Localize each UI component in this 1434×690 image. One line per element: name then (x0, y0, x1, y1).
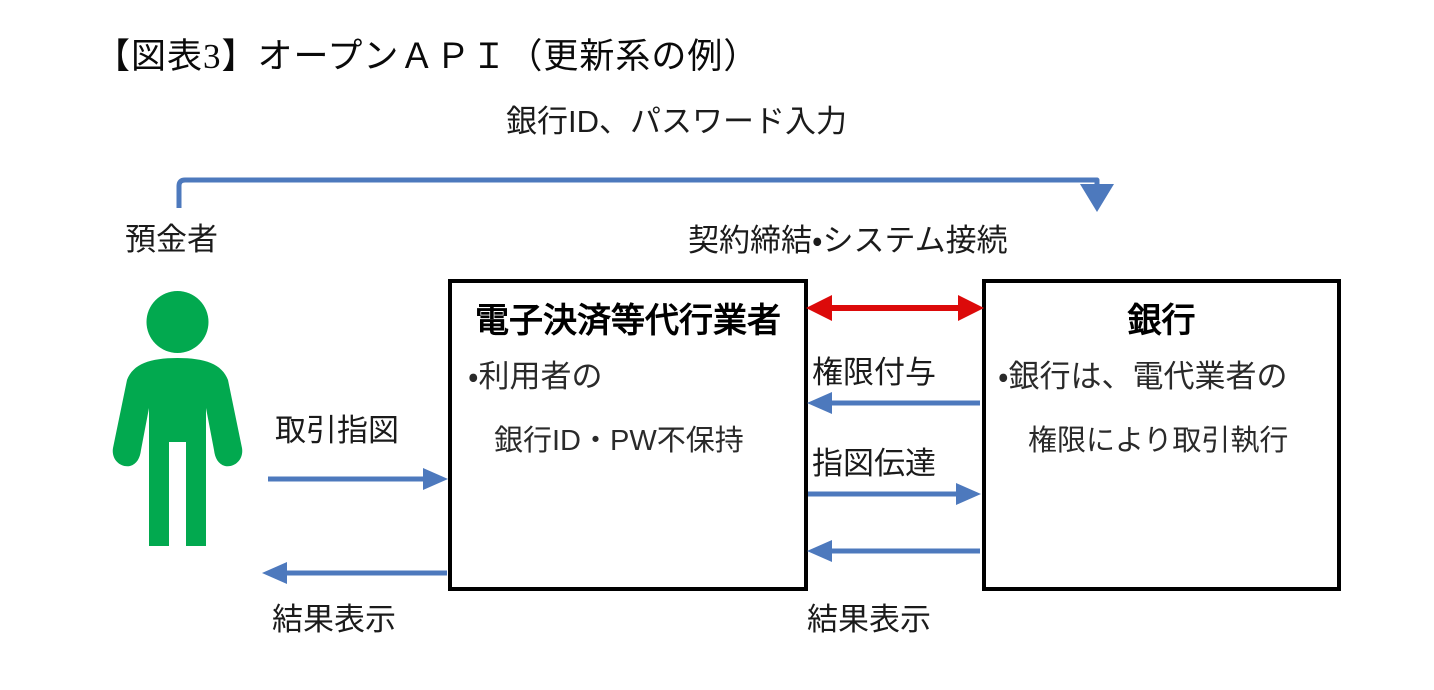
result-left-flow-label: 結果表示 (272, 602, 396, 637)
entity-box-ppf-line2: 銀行ID・PW不保持 (494, 425, 744, 457)
credentials-flow-label: 銀行ID、パスワード入力 (506, 104, 847, 139)
entity-box-ppf-line1: ・利用者の (468, 359, 603, 394)
result-middle-flow-label: 結果表示 (807, 602, 931, 637)
credentials-flow-arrow (176, 177, 1114, 212)
entity-box-ppf: 電子決済等代行業者 ・利用者の 銀行ID・PW不保持 (448, 279, 808, 591)
transaction-instruction-flow-label: 取引指図 (275, 413, 399, 448)
grant-authority-flow-arrow (807, 392, 980, 414)
result-left-flow-arrow (262, 562, 447, 584)
relay-instruction-flow-arrow (808, 483, 981, 505)
contract-flow-label: 契約締結・システム接続 (688, 223, 1008, 258)
entity-box-bank-line1: ・銀行は、電代業者の (998, 359, 1288, 394)
depositor-person-icon (110, 290, 245, 552)
contract-flow-arrow (806, 295, 984, 321)
result-middle-flow-arrow (807, 540, 980, 562)
grant-authority-flow-label: 権限付与 (812, 355, 936, 390)
depositor-label: 預金者 (125, 222, 218, 257)
transaction-instruction-flow-arrow (268, 468, 448, 490)
entity-box-bank: 銀行 ・銀行は、電代業者の 権限により取引執行 (982, 279, 1341, 591)
entity-box-ppf-title: 電子決済等代行業者 (475, 302, 781, 340)
entity-box-bank-line2: 権限により取引執行 (1028, 425, 1289, 457)
page-title: 【図表3】オープンＡＰＩ（更新系の例） (95, 37, 760, 76)
relay-instruction-flow-label: 指図伝達 (812, 446, 936, 481)
entity-box-bank-title: 銀行 (1127, 302, 1196, 340)
